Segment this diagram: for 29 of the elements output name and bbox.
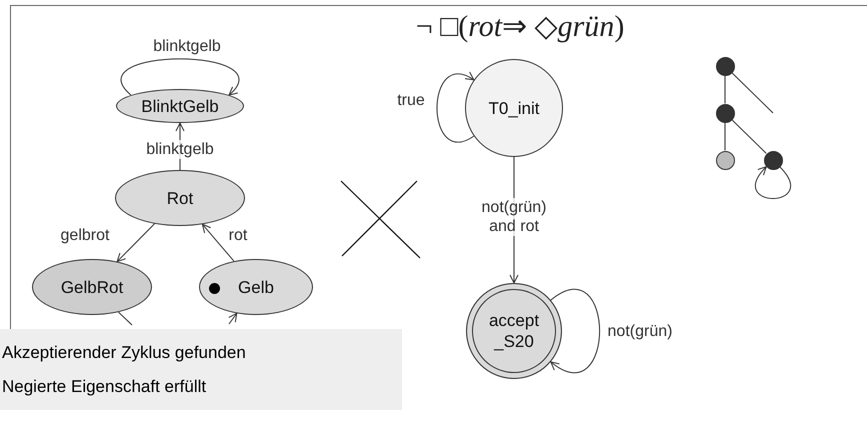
tree-node bbox=[716, 150, 734, 170]
state-label: accept _S20 bbox=[488, 310, 540, 352]
arrow bbox=[121, 58, 239, 96]
arrow bbox=[202, 224, 234, 262]
state-label: GelbRot bbox=[60, 276, 124, 298]
arrow bbox=[436, 72, 474, 142]
connector-line bbox=[731, 119, 767, 154]
connector-line bbox=[118, 312, 132, 326]
status-message: Negierte Eigenschaft erfüllt bbox=[2, 376, 208, 396]
arrow bbox=[755, 166, 791, 200]
state-label: T0_init bbox=[487, 98, 541, 118]
status-message: Akzeptierender Zyklus gefunden bbox=[2, 342, 247, 362]
edge-label: blinktgelb bbox=[153, 37, 221, 56]
connector-line bbox=[731, 72, 774, 114]
arrow bbox=[116, 223, 156, 262]
connector-line bbox=[724, 75, 726, 104]
edge-label: blinktgelb bbox=[146, 140, 214, 159]
edge-label: gelbrot bbox=[60, 226, 110, 245]
state-label: Gelb bbox=[237, 276, 275, 298]
tree-node bbox=[716, 104, 734, 122]
state-label: BlinktGelb bbox=[140, 96, 220, 116]
edge-label: not(grün) bbox=[608, 322, 672, 341]
arrow bbox=[550, 289, 600, 373]
connector-line bbox=[724, 122, 726, 151]
formula-title: ¬ □(rot⇒ ◇grün) bbox=[414, 10, 626, 44]
arrow bbox=[228, 312, 238, 324]
tree-node bbox=[764, 150, 782, 170]
state-label: Rot bbox=[166, 188, 194, 208]
tree-node bbox=[716, 56, 734, 76]
